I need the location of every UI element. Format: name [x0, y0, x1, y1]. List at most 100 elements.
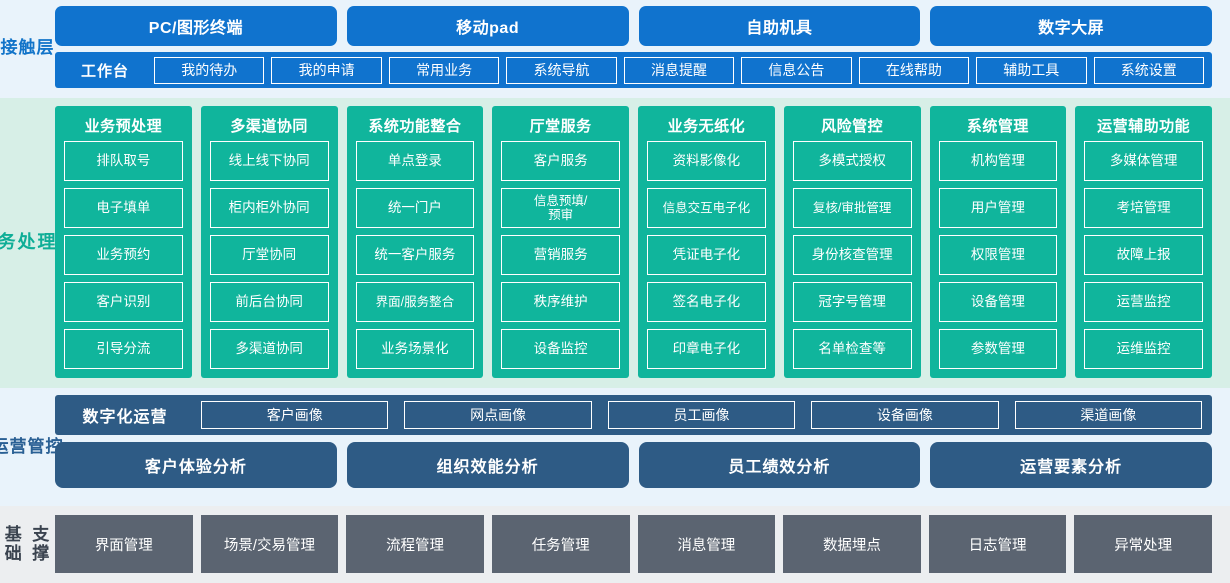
touch-menu-item[interactable]: 系统设置	[1093, 56, 1204, 84]
business-item[interactable]: 客户识别	[64, 282, 183, 322]
touch-menu-item[interactable]: 消息提醒	[623, 56, 735, 84]
business-item[interactable]: 用户管理	[938, 188, 1058, 228]
base-item[interactable]: 流程管理	[346, 515, 484, 573]
business-column-title: 多渠道协同	[230, 118, 308, 135]
workbench-label: 工作台	[80, 62, 129, 80]
layer-business-label-char: 理	[37, 231, 58, 252]
business-column-items: 机构管理用户管理权限管理设备管理参数管理	[938, 141, 1058, 369]
business-item[interactable]: 冠字号管理	[792, 282, 912, 322]
business-item[interactable]: 多渠道协同	[209, 329, 329, 369]
business-item[interactable]: 客户服务	[501, 141, 620, 181]
business-item[interactable]: 设备管理	[938, 282, 1058, 322]
portrait-item[interactable]: 设备画像	[811, 401, 999, 429]
business-column: 业务无纸化资料影像化信息交互电子化凭证电子化签名电子化印章电子化	[638, 106, 775, 378]
business-item[interactable]: 运维监控	[1084, 329, 1203, 369]
layer-touch-label-char: 接	[0, 38, 19, 58]
touch-menu-item[interactable]: 系统导航	[506, 56, 617, 84]
business-item[interactable]: 电子填单	[64, 188, 183, 228]
layer-base-body: 界面管理 场景/交易管理 流程管理 任务管理 消息管理 数据埋点 日志管理 异常…	[55, 515, 1230, 573]
business-column-items: 排队取号电子填单业务预约客户识别引导分流	[64, 141, 183, 369]
business-item[interactable]: 身份核查管理	[792, 235, 912, 275]
business-item[interactable]: 线上线下协同	[209, 141, 329, 181]
layer-business: 业务处理层 业务预处理排队取号电子填单业务预约客户识别引导分流多渠道协同线上线下…	[0, 98, 1230, 388]
layer-business-label-char: 处	[17, 231, 38, 252]
portrait-item[interactable]: 客户画像	[201, 401, 389, 429]
base-item[interactable]: 界面管理	[55, 515, 193, 573]
business-item[interactable]: 柜内柜外协同	[209, 188, 329, 228]
business-item[interactable]: 凭证电子化	[647, 235, 766, 275]
business-item[interactable]: 营销服务	[501, 235, 620, 275]
touch-channel-chip[interactable]: PC/图形终端	[55, 6, 337, 46]
touch-menu-item[interactable]: 信息公告	[741, 56, 852, 84]
touch-menu-item[interactable]: 我的申请	[271, 56, 382, 84]
business-item[interactable]: 机构管理	[938, 141, 1058, 181]
touch-menu-item[interactable]: 我的待办	[154, 56, 265, 84]
layer-base-label-line: 基础	[4, 524, 23, 563]
portrait-item[interactable]: 员工画像	[607, 401, 796, 429]
business-item[interactable]: 资料影像化	[647, 141, 766, 181]
business-column-items: 单点登录统一门户统一客户服务界面/服务整合业务场景化	[355, 141, 475, 369]
touch-channel-chip[interactable]: 移动pad	[346, 6, 629, 46]
portrait-item[interactable]: 渠道画像	[1014, 401, 1203, 429]
business-item[interactable]: 复核/审批管理	[792, 188, 912, 228]
base-item[interactable]: 消息管理	[637, 515, 776, 573]
base-item[interactable]: 场景/交易管理	[200, 515, 339, 573]
business-column-title: 运营辅助功能	[1097, 118, 1191, 135]
analysis-item[interactable]: 组织效能分析	[346, 442, 629, 488]
business-item[interactable]: 业务场景化	[355, 329, 475, 369]
layer-operations: 运营管控 数字化运营 客户画像 网点画像 员工画像 设备画像 渠道画像 客户体验…	[0, 388, 1230, 506]
business-item[interactable]: 引导分流	[64, 329, 183, 369]
portrait-item[interactable]: 网点画像	[404, 401, 592, 429]
digital-operations-label: 数字化运营	[82, 409, 168, 426]
business-item[interactable]: 故障上报	[1084, 235, 1203, 275]
touch-menu-row: 工作台 我的待办 我的申请 常用业务 系统导航 消息提醒 信息公告 在线帮助 辅…	[55, 52, 1212, 88]
touch-menu-item[interactable]: 常用业务	[388, 56, 500, 84]
layer-operations-label-char: 运	[0, 437, 10, 456]
base-item[interactable]: 异常处理	[1074, 515, 1212, 573]
business-item[interactable]: 信息预填/ 预审	[501, 188, 620, 228]
business-column-title: 业务预处理	[84, 118, 163, 135]
business-item[interactable]: 前后台协同	[209, 282, 329, 322]
layer-business-label-char: 务	[0, 231, 18, 252]
business-item[interactable]: 参数管理	[938, 329, 1058, 369]
layer-touch: 接触层 PC/图形终端 移动pad 自助机具 数字大屏 工作台 我的待办 我的申…	[0, 0, 1230, 98]
business-item[interactable]: 设备监控	[501, 329, 620, 369]
touch-channel-chip[interactable]: 自助机具	[638, 6, 921, 46]
business-item[interactable]: 统一客户服务	[355, 235, 475, 275]
business-item[interactable]: 秩序维护	[501, 282, 620, 322]
business-column: 运营辅助功能多媒体管理考培管理故障上报运营监控运维监控	[1075, 106, 1212, 378]
base-item[interactable]: 日志管理	[928, 515, 1067, 573]
business-column-items: 客户服务信息预填/ 预审营销服务秩序维护设备监控	[501, 141, 620, 369]
business-item[interactable]: 信息交互电子化	[647, 188, 766, 228]
analysis-item[interactable]: 员工绩效分析	[638, 442, 921, 488]
business-item[interactable]: 多媒体管理	[1084, 141, 1203, 181]
base-item[interactable]: 数据埋点	[783, 515, 921, 573]
business-column-items: 资料影像化信息交互电子化凭证电子化签名电子化印章电子化	[647, 141, 766, 369]
analysis-item[interactable]: 运营要素分析	[930, 442, 1212, 488]
business-item[interactable]: 权限管理	[938, 235, 1058, 275]
business-item[interactable]: 排队取号	[64, 141, 183, 181]
business-column: 业务预处理排队取号电子填单业务预约客户识别引导分流	[55, 106, 192, 378]
layer-business-label: 业务处理层	[0, 106, 76, 378]
business-item[interactable]: 厅堂协同	[209, 235, 329, 275]
business-column-title: 系统管理	[966, 118, 1029, 135]
business-item[interactable]: 印章电子化	[647, 329, 766, 369]
touch-channel-row: PC/图形终端 移动pad 自助机具 数字大屏	[55, 6, 1212, 46]
layer-operations-label-char: 管	[27, 436, 46, 456]
business-item[interactable]: 考培管理	[1084, 188, 1203, 228]
touch-channel-chip[interactable]: 数字大屏	[930, 6, 1212, 46]
business-item[interactable]: 运营监控	[1084, 282, 1203, 322]
business-item[interactable]: 统一门户	[355, 188, 475, 228]
layer-touch-label: 接触层	[0, 6, 55, 90]
business-item[interactable]: 签名电子化	[647, 282, 766, 322]
business-item[interactable]: 业务预约	[64, 235, 183, 275]
touch-menu-item[interactable]: 在线帮助	[858, 56, 970, 84]
business-item[interactable]: 名单检查等	[792, 329, 912, 369]
base-item[interactable]: 任务管理	[491, 515, 630, 573]
touch-menu-item[interactable]: 辅助工具	[976, 56, 1087, 84]
business-item[interactable]: 界面/服务整合	[355, 282, 475, 322]
analysis-item[interactable]: 客户体验分析	[55, 442, 337, 488]
business-item[interactable]: 多模式授权	[792, 141, 912, 181]
business-item[interactable]: 单点登录	[355, 141, 475, 181]
